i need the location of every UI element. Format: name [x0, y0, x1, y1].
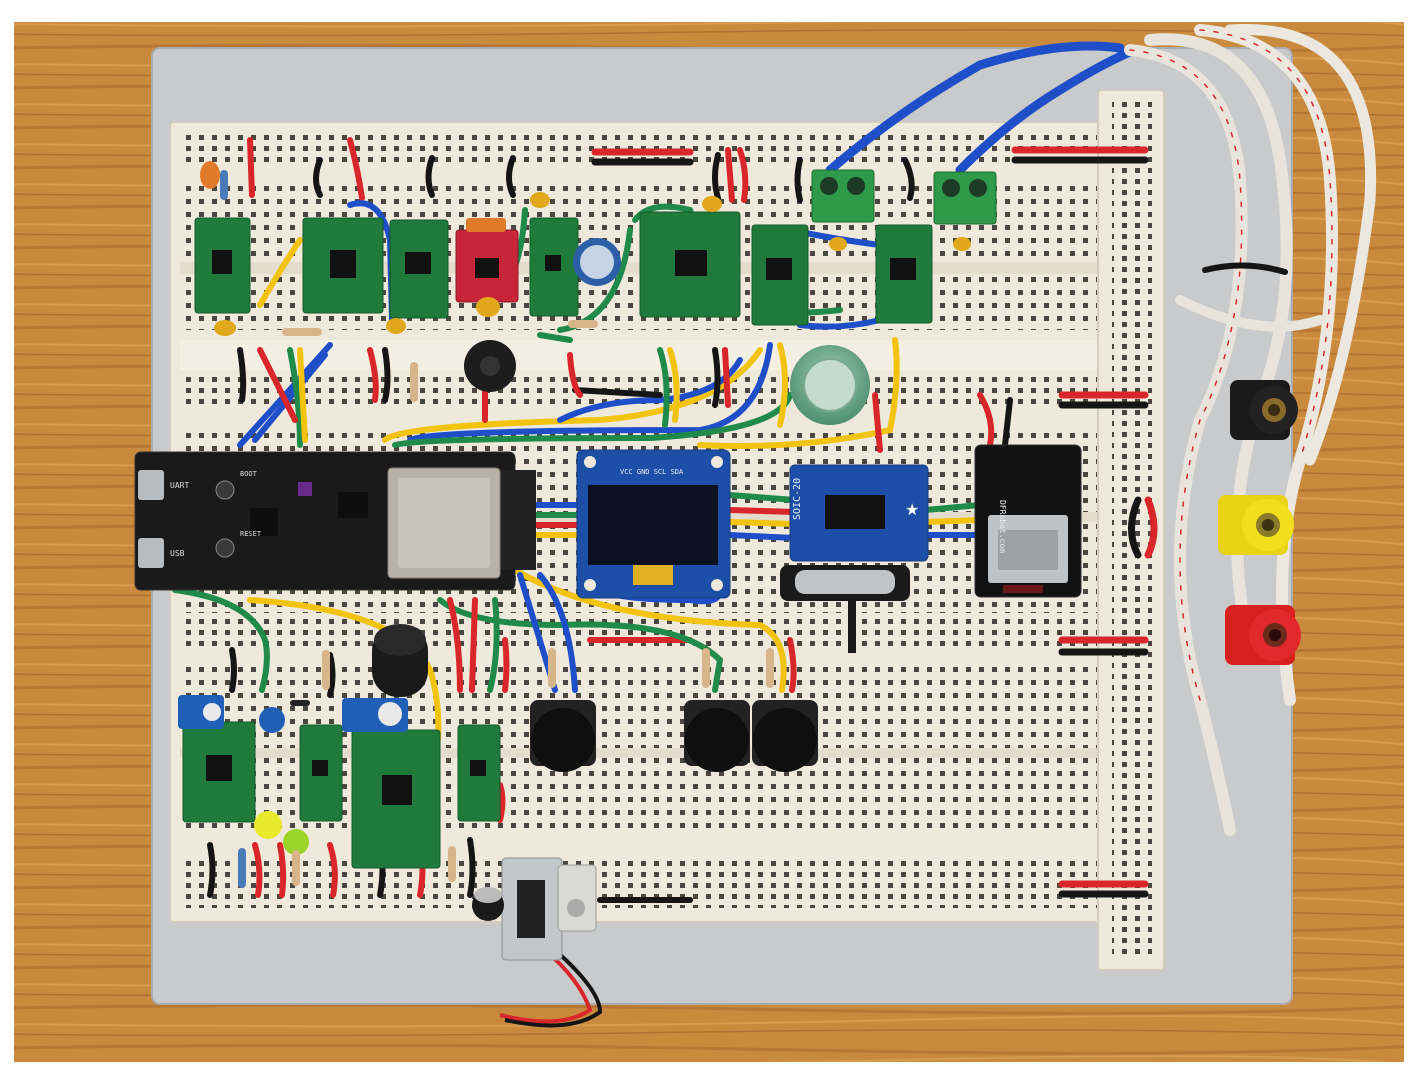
adapter-board-1	[194, 217, 251, 314]
adapter-board-soic8-c	[875, 224, 933, 324]
led-yellow-1	[254, 811, 282, 839]
microsd-brand-label: DFRobot.com	[998, 500, 1007, 553]
adapter-board-powersoic	[351, 729, 441, 869]
adapter-board-red	[455, 229, 519, 303]
banana-jack-black	[1230, 380, 1298, 440]
banana-jack-red	[1225, 605, 1301, 665]
power-switch	[472, 857, 603, 1028]
adapter-board-soic8-a	[389, 219, 449, 319]
adapter-board-msop10	[302, 217, 384, 314]
top-short-jumpers	[247, 137, 915, 203]
top-breakout-boards	[194, 211, 933, 326]
top-components	[200, 161, 971, 425]
soic20-adapter-board: SOIC-20 ★	[789, 464, 929, 562]
coin-cell-holder	[780, 565, 910, 653]
adapter-board-sc70	[457, 724, 501, 822]
reset-label: RESET	[240, 530, 262, 538]
oled-screen	[588, 485, 718, 565]
rail-jumper-wires	[587, 146, 1158, 903]
push-button-2	[684, 700, 750, 772]
led-green	[283, 829, 309, 855]
thermocouple-terminals	[811, 41, 1135, 225]
electrolytic-cap-blue	[573, 238, 621, 286]
esp32-devkit-board: UART USB BOOT RESET	[134, 451, 536, 591]
soic20-label: SOIC-20	[792, 478, 803, 520]
oled-pin-labels: VCC GND SCL SDA	[620, 468, 684, 476]
boot-button	[215, 480, 235, 500]
boot-label: BOOT	[240, 470, 258, 478]
usb-label: USB	[170, 549, 185, 558]
adapter-board-sot23-b	[299, 724, 343, 822]
adapter-board-soic8-b	[751, 224, 809, 326]
electrolytic-cap-green	[790, 345, 870, 425]
braided-cable-bundle	[1124, 23, 1377, 836]
adapter-board-tssop10	[182, 721, 256, 823]
usb-uart-port	[138, 470, 164, 500]
push-button-1	[530, 700, 596, 772]
microsd-module: DFRobot.com	[974, 444, 1082, 598]
bottom-components	[178, 624, 774, 888]
adapter-board-sot23	[529, 217, 579, 317]
electrolytic-cap-black	[372, 624, 428, 697]
banana-jacks	[1218, 380, 1301, 665]
banana-jack-yellow	[1218, 495, 1294, 555]
star-icon: ★	[905, 500, 919, 519]
uart-label: UART	[170, 481, 189, 490]
inductor-black	[464, 340, 516, 392]
reset-button	[215, 538, 235, 558]
push-buttons	[530, 700, 818, 772]
bottom-breakout-boards	[182, 721, 501, 869]
usb-port	[138, 538, 164, 568]
push-button-3	[752, 700, 818, 772]
adapter-board-tssop14	[639, 211, 741, 318]
oled-display-module: VCC GND SCL SDA	[576, 449, 731, 599]
